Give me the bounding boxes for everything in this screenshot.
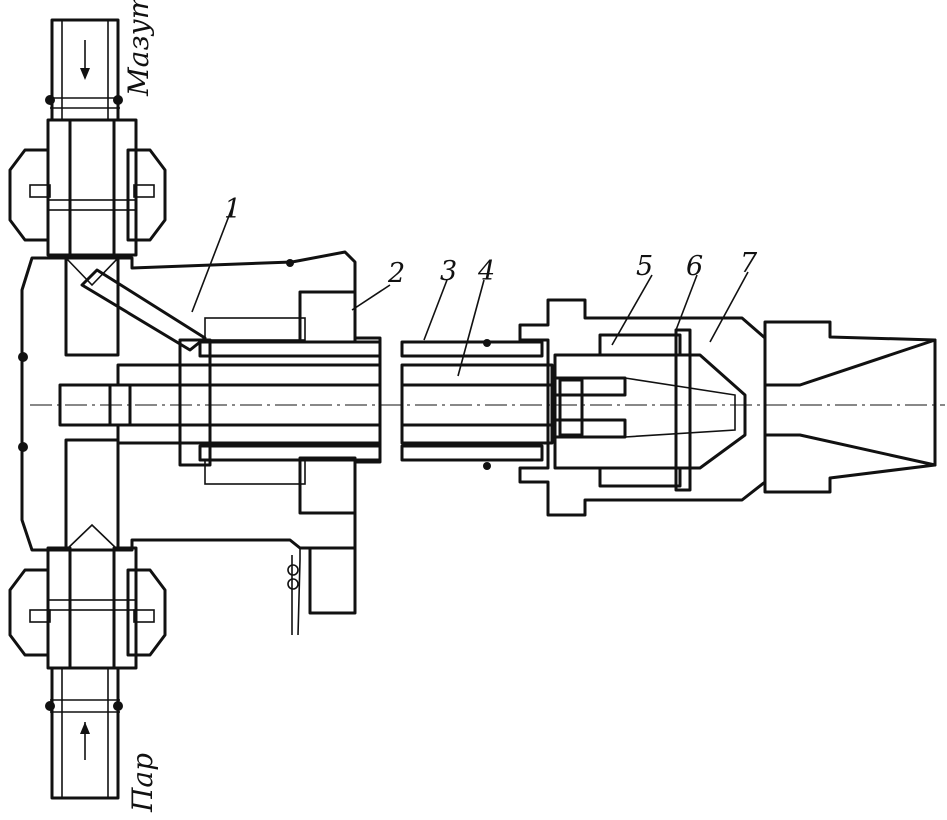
label-part-2: 2 (387, 258, 405, 289)
label-part-4: 4 (477, 256, 495, 287)
outer-tube-right (400, 339, 554, 470)
label-fuel-oil: Мазут (122, 0, 155, 97)
label-part-7: 7 (740, 248, 758, 279)
leader-lines (191, 207, 749, 377)
top-fuel-pipe (45, 18, 123, 122)
mount-bracket (287, 546, 357, 636)
label-part-6: 6 (686, 251, 703, 282)
label-steam: Пар (126, 753, 159, 813)
nozzle-head (518, 298, 937, 517)
distributor-body (18, 250, 382, 552)
outer-tube-left (108, 338, 382, 467)
label-part-3: 3 (440, 256, 457, 287)
part-labels: 1 2 3 4 5 6 7 (224, 194, 758, 289)
label-part-5: 5 (636, 251, 653, 282)
bottom-steam-pipe (45, 666, 123, 800)
top-union-nut (8, 118, 167, 257)
bottom-union-nut (8, 546, 167, 670)
label-part-1: 1 (224, 194, 241, 225)
